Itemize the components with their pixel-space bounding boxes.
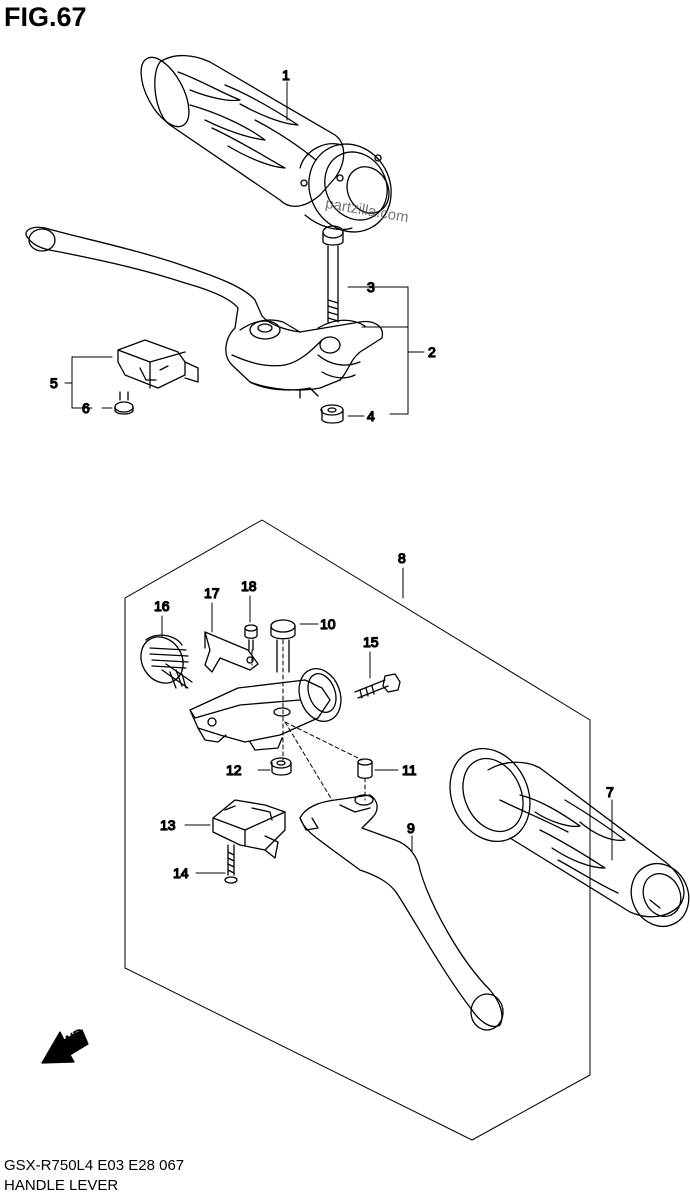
callout-5: 5	[50, 375, 58, 391]
upper-leader-lines	[64, 81, 425, 417]
callout-8: 8	[398, 550, 406, 566]
clutch-assembly-boundary	[124, 519, 591, 1141]
callout-12: 12	[226, 762, 242, 778]
clutch-lever-holder	[189, 668, 342, 751]
lever-adjuster	[140, 634, 193, 689]
pivot-bolt-lower	[270, 619, 296, 673]
throttle-grip	[140, 54, 392, 233]
callout-6: 6	[82, 400, 90, 416]
nut-upper	[320, 404, 344, 424]
bracket	[204, 631, 259, 673]
callout-15: 15	[363, 634, 379, 650]
clutch-lever	[299, 794, 504, 1031]
left-grip	[449, 747, 690, 927]
front-brake-lever	[25, 226, 384, 399]
nut-lower	[270, 757, 292, 776]
callout-2: 2	[428, 344, 436, 360]
switch-screw-lower	[224, 844, 238, 884]
fwd-arrow-icon: FWD	[41, 1024, 89, 1064]
callout-13: 13	[160, 817, 176, 833]
clutch-switch	[212, 799, 286, 859]
callout-18: 18	[241, 578, 257, 594]
callout-3: 3	[367, 279, 375, 295]
figure-title: FIG.67	[4, 2, 87, 32]
model-code-line: GSX-R750L4 E03 E28 067	[4, 1157, 185, 1174]
small-screw	[244, 624, 258, 651]
callout-1: 1	[282, 67, 290, 83]
pivot-bolt-upper	[322, 225, 344, 323]
alignment-lines	[251, 639, 366, 801]
collar	[357, 758, 373, 779]
section-name: HANDLE LEVER	[4, 1177, 119, 1194]
callout-4: 4	[367, 408, 375, 424]
callout-11: 11	[402, 762, 417, 778]
brake-light-switch-upper	[117, 339, 199, 389]
callout-16: 16	[154, 598, 170, 614]
callout-14: 14	[173, 865, 189, 881]
callout-10: 10	[320, 616, 336, 632]
clamp-bolt	[354, 673, 401, 699]
switch-screw-upper	[114, 391, 134, 415]
callout-9: 9	[407, 820, 415, 836]
callout-7: 7	[606, 784, 614, 800]
callout-17: 17	[204, 585, 220, 601]
lower-leader-lines	[161, 567, 613, 874]
